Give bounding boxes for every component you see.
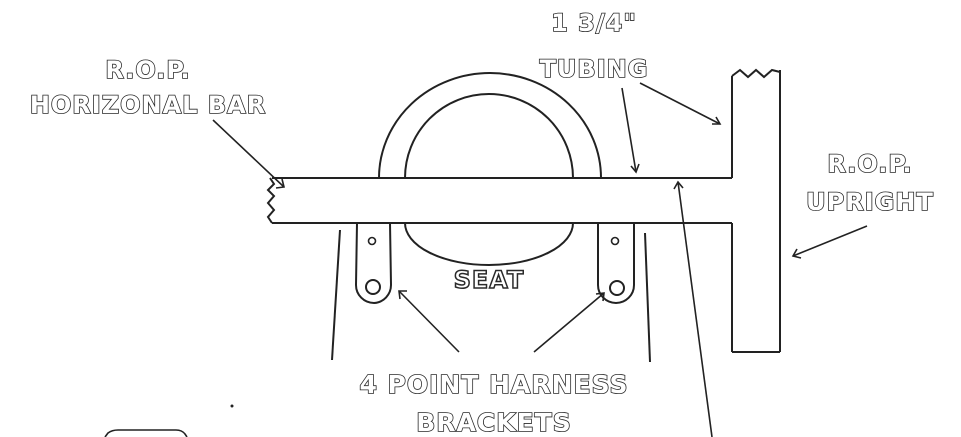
- leader-horizontal-bar: [212, 119, 285, 188]
- upright-break-line: [731, 68, 781, 79]
- leader-harness-left: [398, 290, 460, 353]
- tubing-label-line1: 1 3/4": [551, 9, 637, 37]
- harness-label-line1: 4 POINT HARNESS: [359, 370, 628, 399]
- leader-tubing-to-upright-head: [712, 116, 722, 125]
- right-harness-bracket: [597, 223, 635, 305]
- seat-label: SEAT: [454, 266, 525, 294]
- partial-outline-bottom-left: [104, 429, 188, 437]
- rop-upright-label-line1: R.O.P.: [827, 150, 912, 178]
- right-bracket-small-hole: [610, 236, 620, 246]
- leader-upright: [792, 225, 868, 257]
- leader-horizontal-bar-head: [275, 178, 285, 189]
- seat-outer-ring: [378, 72, 602, 179]
- left-harness-bracket: [354, 222, 393, 305]
- rop-horizontal-label-line1: R.O.P.: [105, 56, 190, 84]
- left-bracket-small-hole: [367, 236, 377, 246]
- seat-right-side-line: [644, 232, 651, 363]
- rop-upright-label-line2: UPRIGHT: [806, 188, 934, 216]
- leader-tubing-to-bar: [621, 87, 637, 173]
- harness-label-line2: BRACKETS: [416, 408, 572, 437]
- left-bracket-large-hole: [365, 279, 381, 295]
- horizontal-bar-break-line: [266, 177, 276, 224]
- rop-horizontal-label-line2: HORIZONAL BAR: [30, 91, 266, 119]
- leader-harness-left-head: [398, 290, 407, 300]
- seat-left-side-line: [331, 229, 341, 361]
- seat-inner-ring: [404, 93, 574, 179]
- leader-harness-right: [533, 292, 605, 353]
- leader-tubing-to-bar-head: [630, 163, 640, 174]
- leader-bottom-to-bar: [677, 181, 713, 437]
- seat-inner-ring-lower: [404, 222, 574, 266]
- leader-upright-head: [791, 248, 802, 259]
- leader-tubing-to-upright: [639, 82, 721, 125]
- right-bracket-large-hole: [609, 280, 625, 296]
- leader-bottom-to-bar-head: [673, 180, 684, 190]
- leader-harness-right-head: [595, 292, 605, 302]
- tubing-label-line2: TUBING: [540, 55, 649, 83]
- stray-dot: [230, 404, 234, 408]
